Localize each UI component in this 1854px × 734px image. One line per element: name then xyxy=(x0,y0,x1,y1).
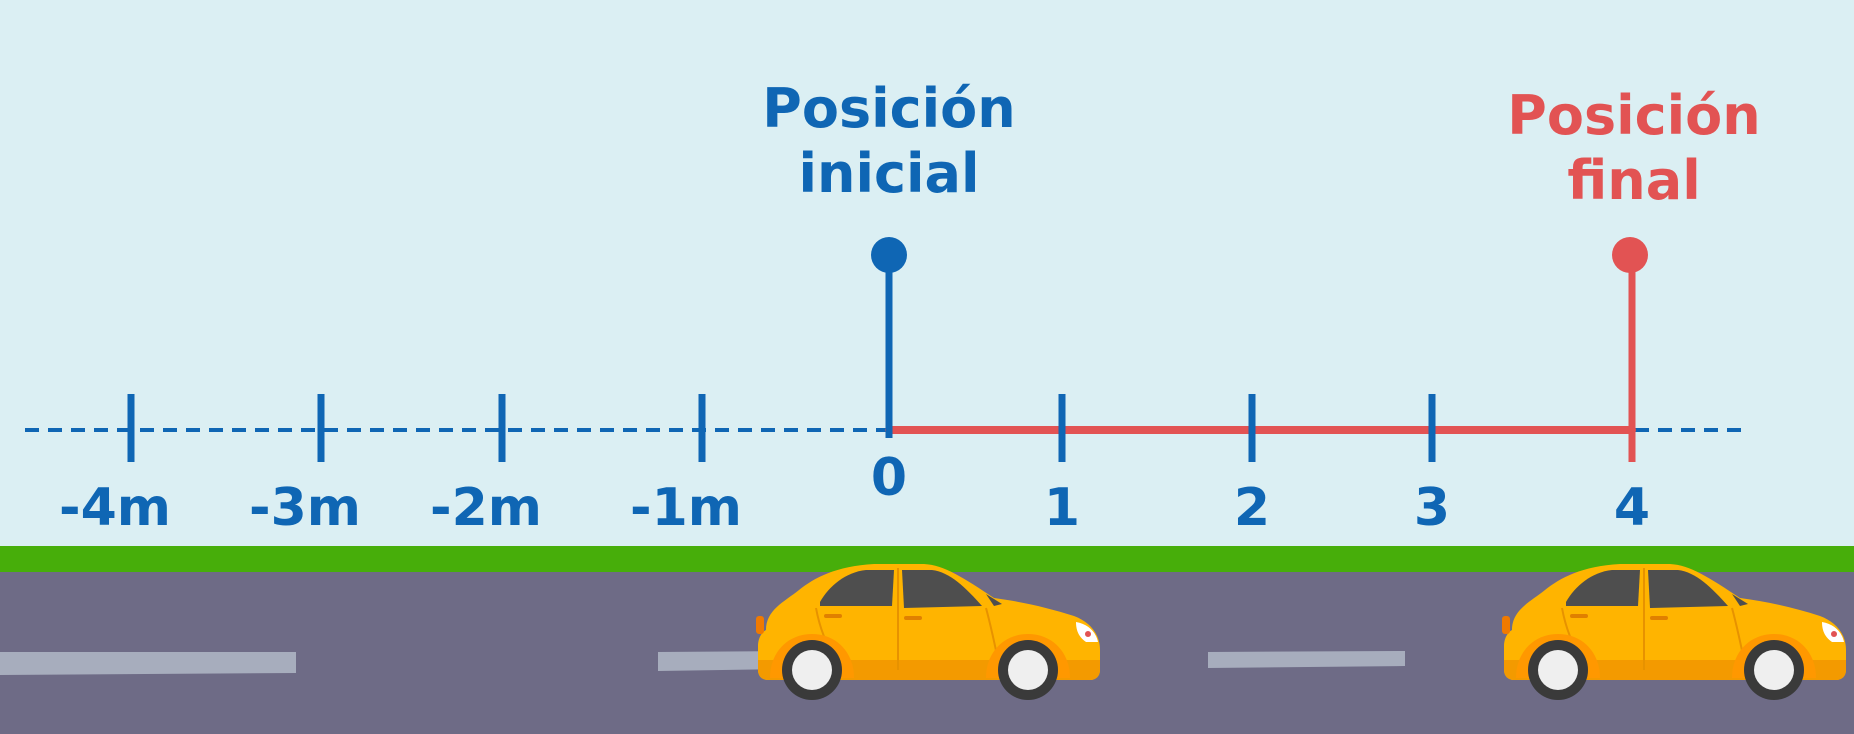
number-line-ticks: -4m -3m -2m -1m 0 1 2 3 4 xyxy=(59,394,1650,538)
tick-label: 3 xyxy=(1414,478,1450,538)
initial-position-title-line2: inicial xyxy=(799,142,980,205)
tick-label: 4 xyxy=(1614,478,1650,538)
initial-position-title-line1: Posición xyxy=(762,77,1015,140)
sky-background xyxy=(0,0,1854,546)
final-position-title-line2: final xyxy=(1567,149,1700,212)
final-position-marker xyxy=(1612,237,1648,462)
tick-label: -1m xyxy=(630,478,742,538)
tick-label: -2m xyxy=(430,478,542,538)
final-position-title-line1: Posición xyxy=(1507,84,1760,147)
lane-marking xyxy=(1208,651,1405,668)
lane-marking xyxy=(658,651,790,671)
initial-position-marker xyxy=(871,237,907,438)
initial-position-dot xyxy=(871,237,907,273)
tick-label: -3m xyxy=(249,478,361,538)
tick-label: 1 xyxy=(1044,478,1080,538)
lane-markings xyxy=(0,651,1405,675)
lane-marking xyxy=(0,652,296,675)
final-position-dot xyxy=(1612,237,1648,273)
tick-label: -4m xyxy=(59,478,171,538)
tick-label: 0 xyxy=(871,448,907,508)
tick-label: 2 xyxy=(1234,478,1270,538)
